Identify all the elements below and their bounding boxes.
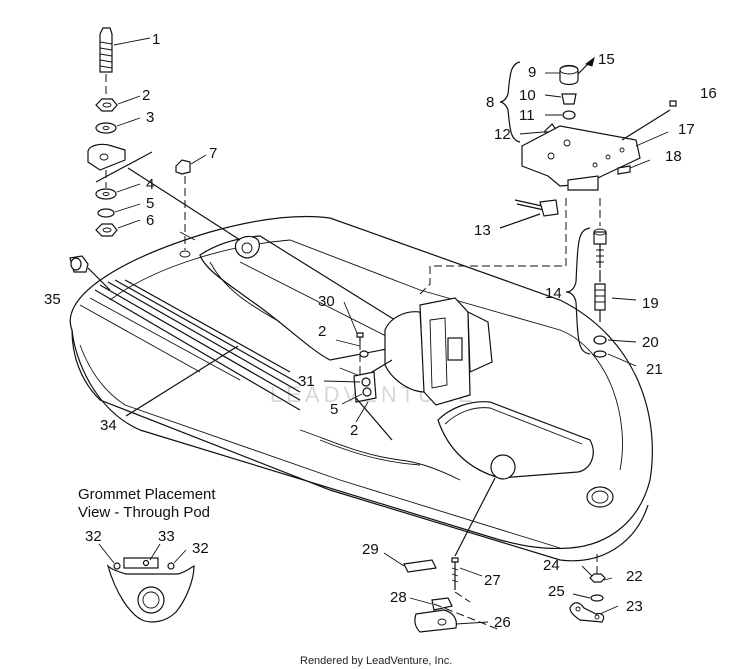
callout-5: 5 bbox=[146, 195, 154, 212]
bottom-center-parts bbox=[403, 477, 501, 633]
callout-17: 17 bbox=[678, 121, 695, 138]
callout-6: 6 bbox=[146, 212, 154, 229]
grommet-inset: Grommet Placement View - Through Pod 32 … bbox=[78, 486, 216, 623]
callout-30: 30 bbox=[318, 293, 335, 310]
inset-label-32-left: 32 bbox=[85, 528, 102, 545]
callout-15: 15 bbox=[598, 51, 615, 68]
callout-35: 35 bbox=[44, 291, 61, 308]
inset-title-1: Grommet Placement bbox=[78, 486, 216, 503]
callout-20: 20 bbox=[642, 334, 659, 351]
callout-16: 16 bbox=[700, 85, 717, 102]
callout-25: 25 bbox=[548, 583, 565, 600]
part-7-grommet bbox=[127, 159, 241, 258]
callout-10: 10 bbox=[519, 87, 536, 104]
callout-3: 3 bbox=[146, 109, 154, 126]
inset-label-32-right: 32 bbox=[192, 540, 209, 557]
callout-8: 8 bbox=[486, 94, 494, 111]
part-35-plug bbox=[69, 255, 111, 291]
throttle-cable-assembly bbox=[417, 198, 607, 358]
part-13-lanyard bbox=[499, 199, 559, 229]
leader-lines bbox=[113, 37, 669, 625]
callout-27: 27 bbox=[484, 572, 501, 589]
callout-2: 2 bbox=[142, 87, 150, 104]
callout-22: 22 bbox=[626, 568, 643, 585]
callout-23: 23 bbox=[626, 598, 643, 615]
callout-4: 4 bbox=[146, 176, 154, 193]
callout-numbers: 1 2 3 4 5 6 7 8 9 10 11 12 13 14 15 16 1… bbox=[44, 31, 717, 631]
callout-2-pod: 2 bbox=[318, 323, 326, 340]
footer-credit: Rendered by LeadVenture, Inc. bbox=[300, 655, 452, 667]
callout-13: 13 bbox=[474, 222, 491, 239]
callout-18: 18 bbox=[665, 148, 682, 165]
callout-26: 26 bbox=[494, 614, 511, 631]
callout-31: 31 bbox=[298, 373, 315, 390]
callout-11: 11 bbox=[519, 107, 535, 124]
callout-34: 34 bbox=[100, 417, 117, 434]
callout-24: 24 bbox=[543, 557, 560, 574]
steering-plate-assembly bbox=[499, 56, 677, 191]
inset-title-2: View - Through Pod bbox=[78, 504, 210, 521]
leader-34 bbox=[125, 345, 239, 417]
callout-28: 28 bbox=[390, 589, 407, 606]
callout-1: 1 bbox=[152, 31, 160, 48]
callout-12: 12 bbox=[494, 126, 511, 143]
callout-29: 29 bbox=[362, 541, 379, 558]
inset-label-33: 33 bbox=[158, 528, 175, 545]
callout-21: 21 bbox=[646, 361, 663, 378]
callout-19: 19 bbox=[642, 295, 659, 312]
hull-deck bbox=[69, 215, 653, 562]
parts-stack-left bbox=[87, 27, 153, 237]
callout-2-pod-lower: 2 bbox=[350, 422, 358, 439]
bottom-right-bracket bbox=[569, 554, 606, 623]
pod-grommet-parts bbox=[353, 332, 393, 441]
callout-9: 9 bbox=[528, 64, 536, 81]
callout-5-pod: 5 bbox=[330, 401, 338, 418]
callout-14: 14 bbox=[545, 285, 562, 302]
callout-7: 7 bbox=[209, 145, 217, 162]
